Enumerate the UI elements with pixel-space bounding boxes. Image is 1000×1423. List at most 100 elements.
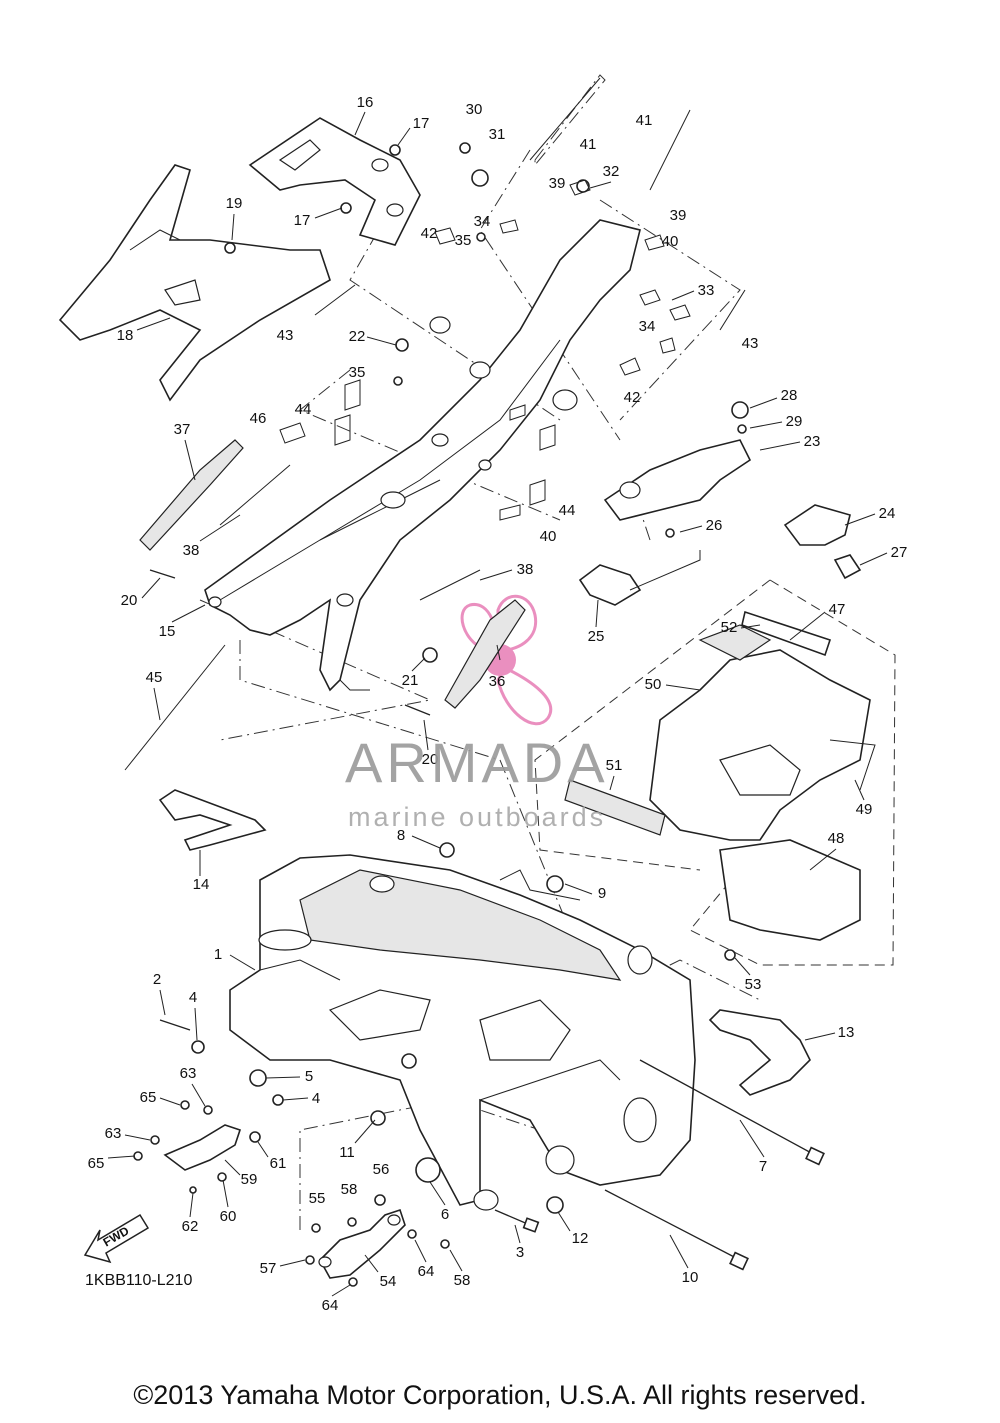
fasteners — [133, 142, 749, 1287]
part-label-19: 19 — [226, 195, 243, 212]
part-label-4b: 4 — [312, 1090, 320, 1107]
part-label-22: 22 — [349, 328, 366, 345]
bolts — [149, 569, 825, 1271]
watermark-subtitle: marine outboards — [348, 802, 607, 832]
part-label-39a: 39 — [549, 175, 566, 192]
label-leaders — [107, 111, 888, 1297]
part-label-52: 52 — [721, 619, 738, 636]
part-label-49: 49 — [856, 801, 873, 818]
part-label-42b: 42 — [624, 389, 641, 406]
part-label-43a: 43 — [277, 327, 294, 344]
part-label-20a: 20 — [121, 592, 138, 609]
part-label-36: 36 — [489, 673, 506, 690]
part-label-38a: 38 — [183, 542, 200, 559]
part-label-44a: 44 — [295, 401, 312, 418]
part-label-43b: 43 — [742, 335, 759, 352]
strip-36 — [444, 599, 526, 709]
bracket-16 — [248, 117, 421, 246]
part-label-30: 30 — [466, 101, 483, 118]
part-label-24: 24 — [879, 505, 896, 522]
part-label-40b: 40 — [540, 528, 557, 545]
decals — [124, 77, 746, 771]
part-label-46: 46 — [250, 410, 267, 427]
part-label-64b: 64 — [322, 1297, 339, 1314]
link-54 — [318, 1208, 406, 1279]
part-label-38b: 38 — [517, 561, 534, 578]
part-label-65a: 65 — [140, 1089, 157, 1106]
part-label-9: 9 — [598, 885, 606, 902]
part-label-17a: 17 — [413, 115, 430, 132]
part-label-13: 13 — [838, 1024, 855, 1041]
part-label-56: 56 — [373, 1161, 390, 1178]
part-label-50: 50 — [645, 676, 662, 693]
part-label-18: 18 — [117, 327, 134, 344]
part-label-21: 21 — [402, 672, 419, 689]
part-label-35a: 35 — [455, 232, 472, 249]
part-label-63b: 63 — [105, 1125, 122, 1142]
main-frame — [229, 854, 696, 1211]
part-label-60: 60 — [220, 1208, 237, 1225]
part-label-58a: 58 — [341, 1181, 358, 1198]
fwd-arrow-icon: FWD — [83, 1213, 150, 1264]
watermark-brand: ARMADA — [345, 731, 609, 794]
part-label-37: 37 — [174, 421, 191, 438]
part-label-23: 23 — [804, 433, 821, 450]
part-label-26: 26 — [706, 517, 723, 534]
part-label-47: 47 — [829, 601, 846, 618]
part-label-17b: 17 — [294, 212, 311, 229]
rear-frame — [204, 219, 641, 692]
part-label-1: 1 — [214, 946, 222, 963]
small-decals — [279, 179, 691, 521]
part-label-41a: 41 — [580, 136, 597, 153]
part-label-27: 27 — [891, 544, 908, 561]
part-label-20b: 20 — [422, 751, 439, 768]
part-label-12: 12 — [572, 1230, 589, 1247]
brackets-23-25 — [578, 439, 862, 606]
part-label-2: 2 — [153, 971, 161, 988]
part-label-42a: 42 — [421, 225, 438, 242]
part-label-64a: 64 — [418, 1263, 435, 1280]
part-label-32: 32 — [603, 163, 620, 180]
side-cover-18 — [58, 164, 331, 402]
diagram-code: 1KBB110-L210 — [85, 1272, 193, 1289]
part-label-6: 6 — [441, 1206, 449, 1223]
part-label-54: 54 — [380, 1273, 397, 1290]
part-label-65b: 65 — [88, 1155, 105, 1172]
part-label-28: 28 — [781, 387, 798, 404]
part-label-40a: 40 — [662, 233, 679, 250]
part-labels: 1 2 3 4 4 5 6 7 8 9 10 11 12 13 14 15 16… — [88, 94, 908, 1314]
part-label-3: 3 — [516, 1244, 524, 1261]
part-label-16: 16 — [357, 94, 374, 111]
part-label-35b: 35 — [349, 364, 366, 381]
part-label-58b: 58 — [454, 1272, 471, 1289]
fender-assembly-47 — [564, 610, 876, 941]
part-label-10: 10 — [682, 1269, 699, 1286]
part-label-62: 62 — [182, 1218, 199, 1235]
part-label-53: 53 — [745, 976, 762, 993]
part-label-57: 57 — [260, 1260, 277, 1277]
part-label-63a: 63 — [180, 1065, 197, 1082]
part-label-7: 7 — [759, 1158, 767, 1175]
part-label-31: 31 — [489, 126, 506, 143]
part-label-33: 33 — [698, 282, 715, 299]
part-label-5: 5 — [305, 1068, 313, 1085]
part-label-48: 48 — [828, 830, 845, 847]
part-label-59: 59 — [241, 1171, 258, 1188]
part-label-51: 51 — [606, 757, 623, 774]
copyright-notice: ©2013 Yamaha Motor Corporation, U.S.A. A… — [133, 1380, 867, 1410]
part-label-61: 61 — [270, 1155, 287, 1172]
part-label-45: 45 — [146, 669, 163, 686]
link-59 — [163, 1124, 242, 1171]
cover-13 — [708, 1009, 811, 1096]
part-label-41b: 41 — [636, 112, 653, 129]
part-label-11: 11 — [339, 1144, 355, 1161]
part-label-14: 14 — [193, 876, 210, 893]
bracket-14 — [158, 789, 267, 851]
rail-37 — [139, 439, 244, 551]
part-label-25: 25 — [588, 628, 605, 645]
part-label-15: 15 — [159, 623, 176, 640]
part-label-44b: 44 — [559, 502, 576, 519]
part-label-55: 55 — [309, 1190, 326, 1207]
part-label-4a: 4 — [189, 989, 197, 1006]
